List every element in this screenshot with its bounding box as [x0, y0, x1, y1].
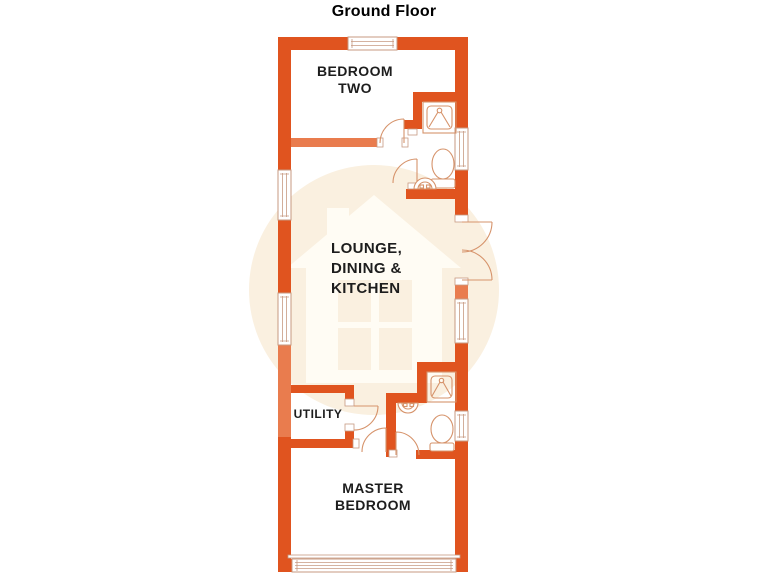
window-icon [287, 554, 461, 573]
wall [455, 441, 468, 572]
interior-walls [291, 92, 468, 459]
wall [278, 559, 293, 572]
wall [416, 450, 468, 459]
page-title: Ground Floor [331, 3, 437, 20]
window-icon [454, 298, 469, 344]
window-icon [454, 410, 469, 442]
basin-icon [413, 177, 437, 190]
door-swing-icon [388, 431, 420, 458]
wall [455, 37, 468, 128]
toilet-icon [430, 148, 456, 189]
french-door-icon [454, 214, 493, 286]
wall [453, 559, 468, 572]
outer-walls [278, 37, 468, 572]
window-icon [347, 36, 398, 51]
doors [344, 118, 493, 458]
wall [406, 189, 468, 199]
wall [278, 345, 291, 437]
wall [413, 92, 422, 129]
wall [417, 362, 468, 372]
room-label-master-bedroom: MASTER BEDROOM [335, 480, 411, 513]
window-icon [277, 169, 292, 221]
wall [278, 37, 348, 50]
wall [291, 439, 359, 448]
wall [345, 385, 354, 405]
watermark-house-icon [249, 165, 499, 415]
room-label-utility: UTILITY [293, 407, 343, 421]
fixtures [397, 101, 457, 452]
wall [413, 92, 468, 102]
door-swing-icon [344, 398, 379, 432]
wall [455, 285, 468, 299]
wall [417, 362, 427, 403]
wall [278, 220, 291, 293]
door-swing-icon [352, 427, 387, 453]
wall [345, 425, 354, 445]
wall [404, 120, 417, 129]
wall [386, 393, 427, 403]
toilet-icon [429, 414, 455, 452]
shower-icon [426, 371, 457, 403]
room-label-bedroom-two: BEDROOM TWO [317, 63, 393, 96]
wall [291, 138, 380, 147]
shower-icon [422, 101, 457, 134]
door-swing-icon [392, 128, 418, 190]
window-icon [454, 127, 469, 171]
wall [278, 37, 291, 170]
wall [397, 37, 468, 50]
door-swing-icon [376, 118, 409, 148]
wall [386, 393, 396, 457]
window-icon [277, 292, 292, 346]
wall [291, 385, 354, 393]
wall [278, 437, 291, 572]
wall [455, 343, 468, 411]
basin-icon [397, 402, 419, 414]
windows [277, 36, 469, 573]
room-label-lounge-dining-kitchen: LOUNGE, DINING & KITCHEN [331, 240, 403, 297]
